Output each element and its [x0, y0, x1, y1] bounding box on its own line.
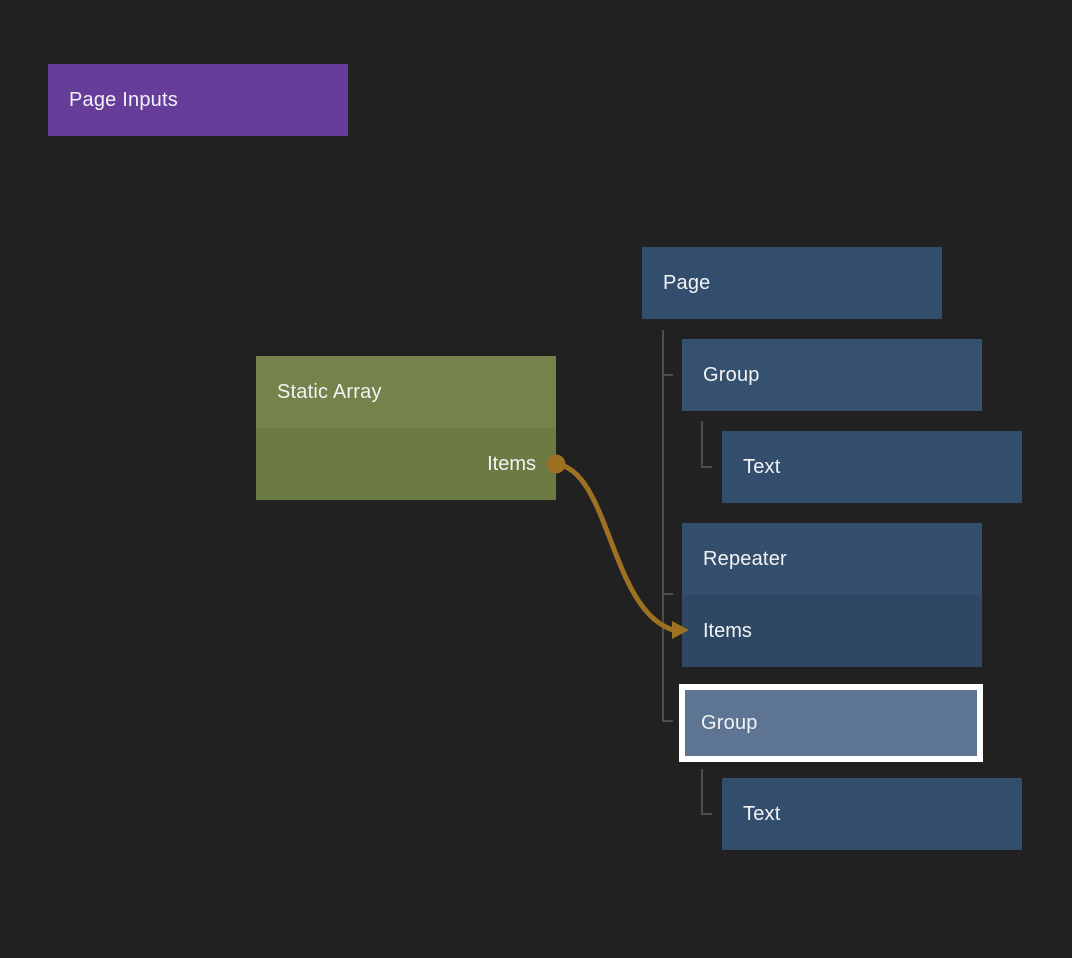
- node-group-2-selected[interactable]: Group: [679, 684, 983, 762]
- node-header[interactable]: Static Array: [256, 356, 556, 428]
- node-title: Repeater: [703, 547, 787, 570]
- node-title: Page Inputs: [69, 88, 178, 111]
- tree-branch-text-1: [701, 421, 712, 468]
- connection-wire[interactable]: [555, 461, 674, 633]
- node-title: Page: [663, 271, 711, 294]
- input-port-items[interactable]: Items: [682, 595, 982, 667]
- port-label: Items: [487, 452, 536, 475]
- node-group-1[interactable]: Group: [682, 339, 982, 411]
- node-title: Group: [701, 711, 758, 734]
- node-text-1[interactable]: Text: [722, 431, 1022, 503]
- node-text-2[interactable]: Text: [722, 778, 1022, 850]
- node-title: Text: [743, 455, 781, 478]
- tree-branch-text-2: [701, 769, 712, 815]
- node-title: Static Array: [277, 380, 382, 403]
- port-label: Items: [703, 619, 752, 642]
- output-port-items[interactable]: Items: [256, 428, 556, 500]
- node-static-array[interactable]: Static Array Items: [256, 356, 556, 500]
- node-title: Group: [703, 363, 760, 386]
- node-repeater[interactable]: Repeater Items: [682, 523, 982, 667]
- node-page-inputs[interactable]: Page Inputs: [48, 64, 348, 136]
- tree-trunk-line: [662, 330, 673, 722]
- node-page[interactable]: Page: [642, 247, 942, 319]
- node-title: Text: [743, 802, 781, 825]
- node-header[interactable]: Repeater: [682, 523, 982, 595]
